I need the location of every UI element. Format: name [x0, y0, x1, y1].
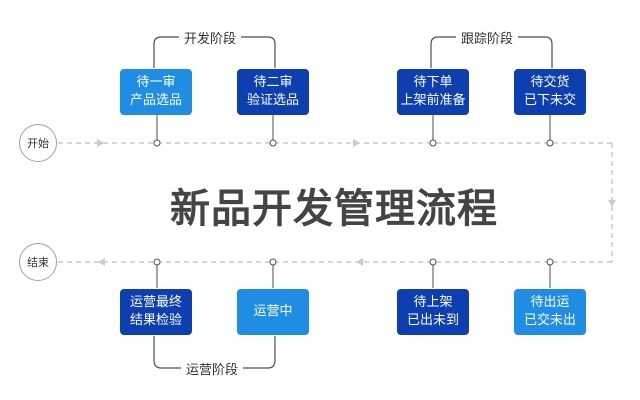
step-pending-listing: 待上架 已出未到 [397, 289, 469, 335]
bottom-flow-line [58, 258, 612, 266]
phase-label-tracking: 跟踪阶段 [456, 28, 519, 47]
right-flow-line [608, 143, 616, 262]
step-first-review: 待一审 产品选品 [120, 69, 192, 115]
phase-label-development: 开发阶段 [179, 28, 242, 47]
step-line2: 已出未到 [406, 313, 459, 328]
step-line2: 已交未出 [523, 313, 576, 328]
step-line2: 验证选品 [246, 93, 299, 108]
junction-dots [153, 139, 554, 266]
step-in-operation: 运营中 [237, 289, 309, 335]
step-line1: 待下单 [413, 75, 453, 90]
end-node: 结束 [19, 243, 57, 281]
flow-arrow [98, 258, 105, 266]
step-pending-order: 待下单 上架前准备 [397, 69, 469, 115]
step-final-check: 运营最终 结果检验 [120, 289, 192, 335]
start-node: 开始 [19, 124, 57, 162]
step-line2: 已下未交 [523, 93, 576, 108]
step-line2: 产品选品 [129, 93, 182, 108]
step-line1: 待交货 [530, 75, 570, 90]
step-line2: 结果检验 [129, 313, 182, 328]
phase-label-operation: 运营阶段 [181, 359, 244, 378]
step-line1: 待上架 [413, 295, 453, 310]
flow-arrow [97, 139, 104, 147]
step-line1: 运营最终 [129, 295, 182, 310]
flow-arrow [353, 139, 360, 147]
step-line1: 待一审 [136, 75, 176, 90]
step-line1: 待出运 [530, 295, 570, 310]
flow-arrow [356, 258, 363, 266]
step-line1: 运营中 [253, 304, 293, 319]
top-flow-line [58, 139, 612, 147]
flow-arrow [608, 200, 616, 207]
step-line1: 待二审 [253, 75, 293, 90]
step-second-review: 待二审 验证选品 [237, 69, 309, 115]
diagram-title: 新品开发管理流程 [170, 186, 498, 232]
step-pending-dispatch: 待出运 已交未出 [514, 289, 586, 335]
step-line2: 上架前准备 [400, 93, 466, 108]
step-pending-ship: 待交货 已下未交 [514, 69, 586, 115]
